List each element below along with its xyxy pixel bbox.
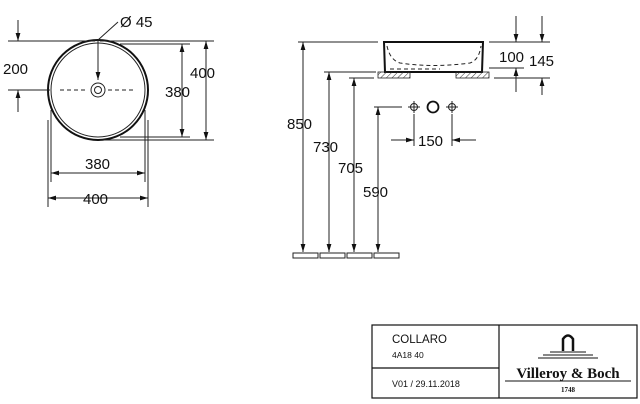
height-705-label: 705 [338,160,363,177]
height-730-label: 730 [313,139,338,156]
brand-logo-icon [538,334,598,359]
basin-height-label: 145 [529,53,554,70]
drain-inner [94,86,102,94]
height-590-label: 590 [363,184,388,201]
top-view: Ø 45 200 400 380 380 400 [3,14,215,208]
drain-diameter-label: Ø 45 [120,14,153,31]
outer-depth-label: 400 [190,65,215,82]
tap-connections [408,100,458,114]
inner-width-label: 380 [85,156,110,173]
title-block: COLLARO 4A18 40 V01 / 29.11.2018 Villero… [371,324,638,399]
height-850-label: 850 [287,116,312,133]
tap-spacing-label: 150 [418,133,443,150]
brand-name: Villeroy & Boch [516,366,620,382]
center-offset-label: 200 [3,61,28,78]
basin-side-outline [382,41,485,73]
product-name: COLLARO [392,334,447,346]
drain-outer [90,82,106,98]
basin-inner-height-label: 100 [499,49,524,66]
support-left [377,71,411,79]
side-view: 850 730 705 590 150 100 [287,16,554,259]
version-date: V01 / 29.11.2018 [392,379,460,389]
inner-depth-label: 380 [165,84,190,101]
brand-year: 1748 [561,386,576,394]
support-right [455,71,490,79]
outer-width-label: 400 [83,191,108,208]
article-number: 4A18 40 [392,350,424,360]
